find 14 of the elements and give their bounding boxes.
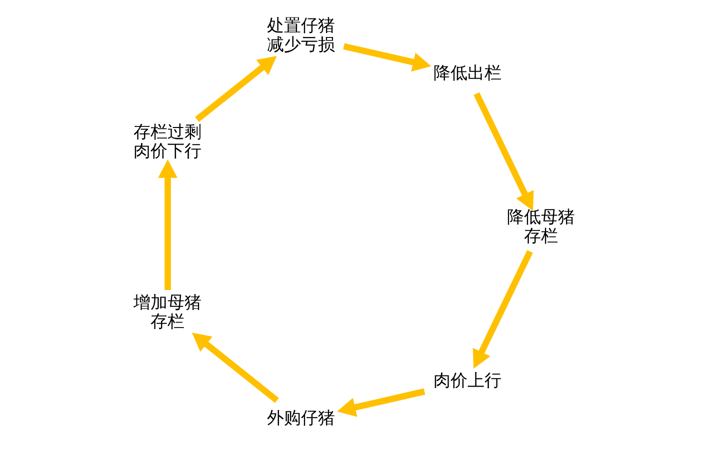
node-text: 处置仔猪减少亏损 bbox=[266, 14, 335, 54]
arrow bbox=[191, 332, 278, 402]
node-text: 降低出栏 bbox=[432, 62, 501, 82]
arrow bbox=[473, 92, 534, 210]
node-text: 肉价上行 bbox=[432, 369, 501, 390]
node-text: 降低母猪存栏 bbox=[506, 206, 575, 246]
arrow bbox=[194, 55, 276, 122]
node-text: 存栏过剩肉价下行 bbox=[133, 120, 202, 160]
node-text: 增加母猪存栏 bbox=[133, 291, 202, 330]
arrow bbox=[336, 388, 425, 416]
node-text: 外购仔猪 bbox=[266, 407, 335, 428]
arrow bbox=[342, 42, 431, 72]
arrow bbox=[472, 250, 532, 368]
arrow bbox=[158, 158, 177, 290]
